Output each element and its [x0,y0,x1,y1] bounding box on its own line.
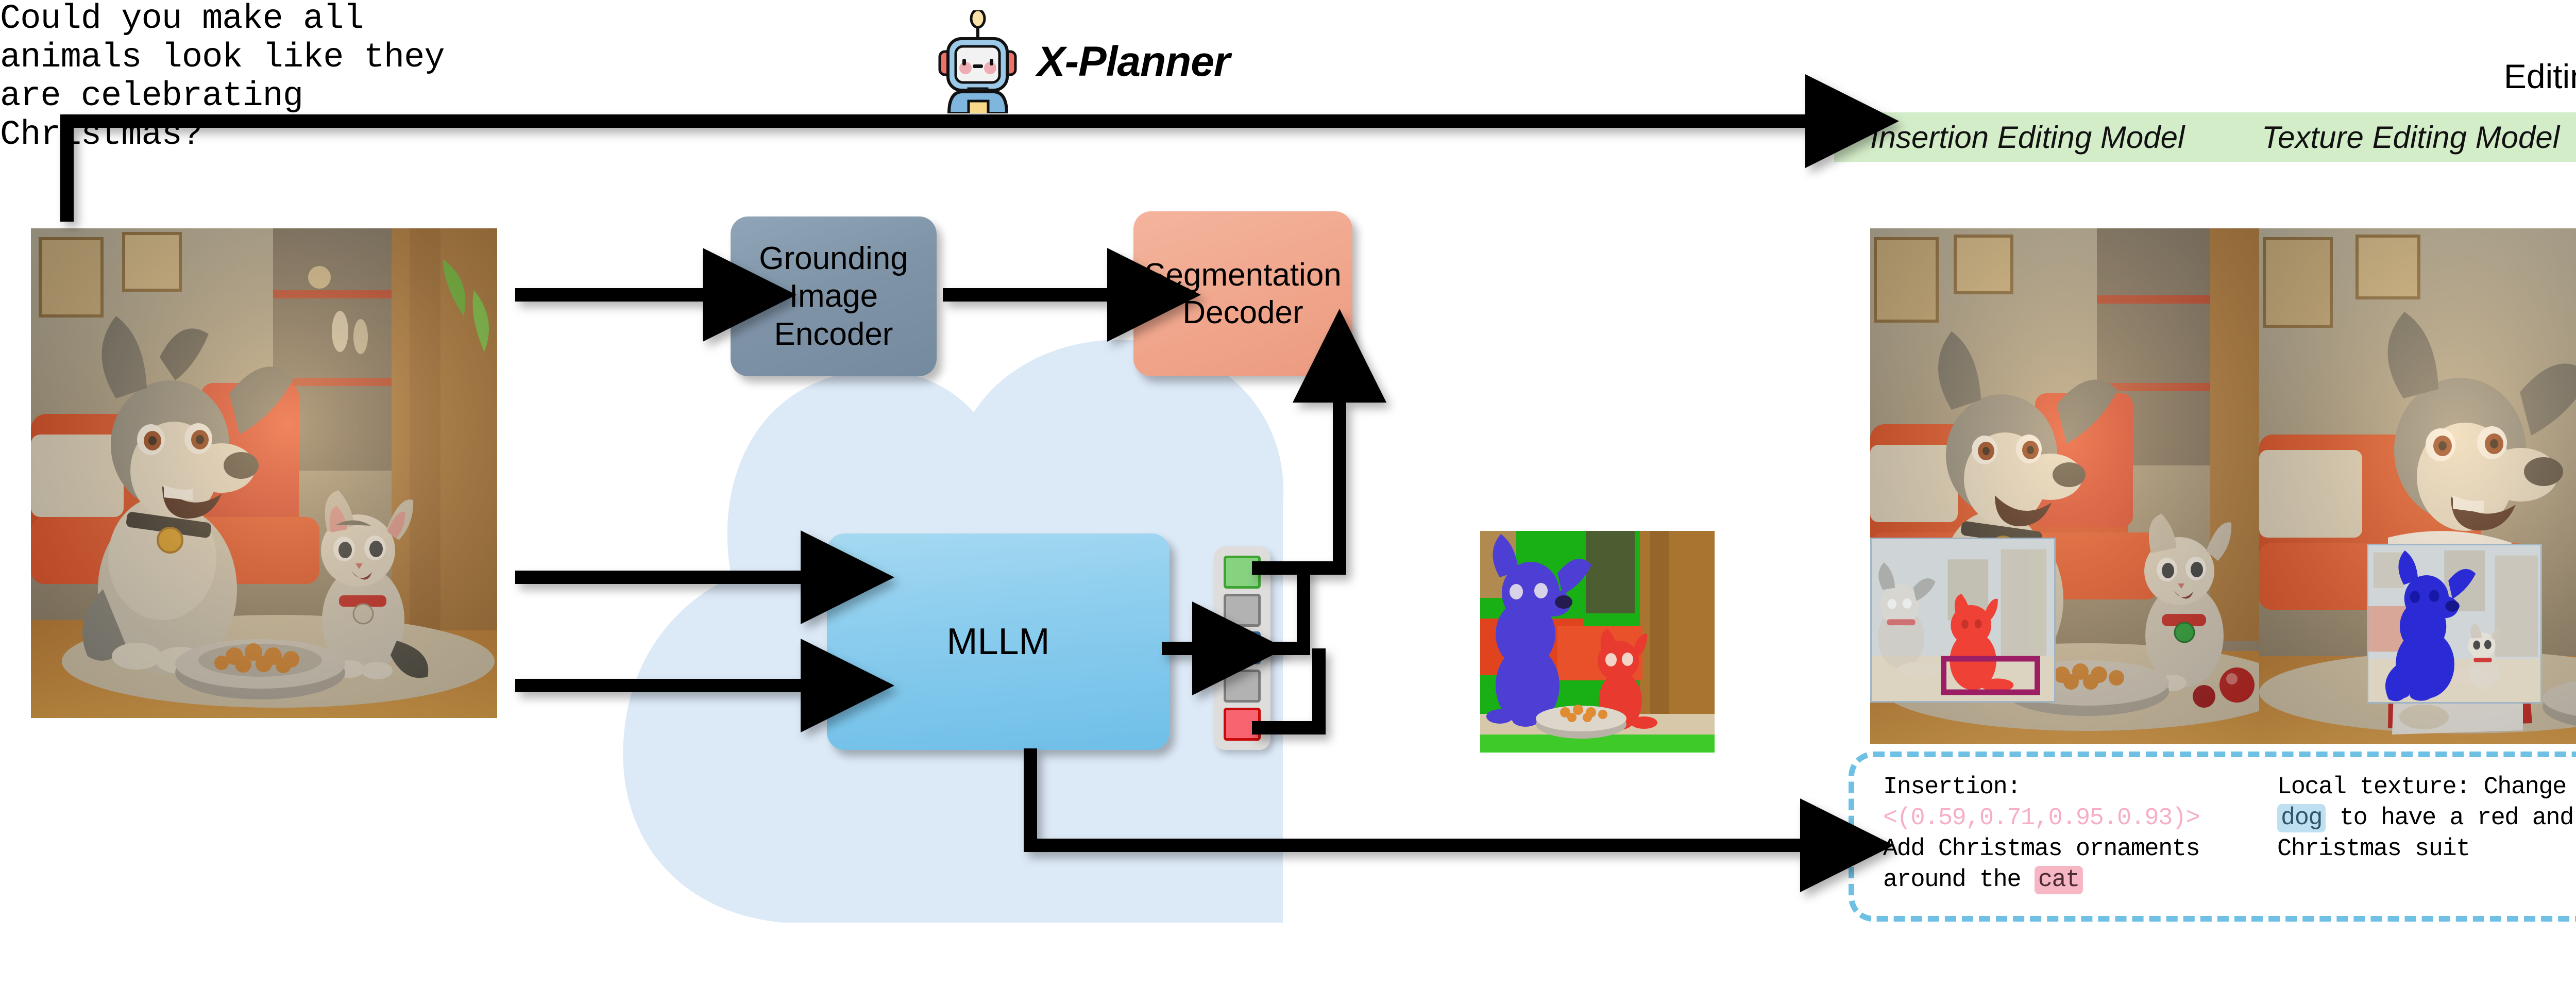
instruction-insertion-body: Add Christmas ornaments around the [1883,836,2200,894]
pool-label-texture[interactable]: Texture Editing Model [2262,120,2560,155]
token-gray-2 [1224,670,1261,703]
instruction-insertion: Insertion: <(0.59,0.71,0.95.0.93)> Add C… [1883,772,2264,896]
encoder-line-3: Encoder [774,316,893,352]
token-gray-1 [1224,593,1261,627]
pool-label-insertion[interactable]: Insertion Editing Model [1870,120,2185,155]
segmentation-decoder-box[interactable]: Segmentation Decoder [1133,211,1352,376]
instruction-texture-body: to have a red and white Christmas suit [2277,805,2576,863]
editing-model-pool-bar [1834,112,2576,162]
inset-insertion-mask [1870,538,2056,703]
editing-model-pool-title: Editing Model Pool [2503,57,2576,95]
source-image [31,228,497,718]
instruction-texture: Local texture: Change the dog to have a … [2277,772,2576,865]
mllm-label: MLLM [946,621,1050,662]
encoder-line-2: Image [789,278,878,314]
decoder-line-1: Segmentation [1144,257,1342,293]
instruction-texture-title: Local texture: Change the [2277,774,2576,801]
decoder-line-2: Decoder [1182,295,1303,330]
robot-icon [938,10,1017,113]
token-red [1224,708,1261,741]
instruction-panel [1849,752,2576,922]
encoder-line-1: Grounding [759,241,908,277]
token-blue [1224,631,1261,665]
app-logo: X-Planner [933,8,1386,116]
token-green [1224,555,1261,589]
highlight-cat: cat [2034,866,2083,895]
grounding-image-encoder-box[interactable]: Grounding Image Encoder [731,216,937,376]
instruction-insertion-title: Insertion: [1883,774,2022,801]
inset-texture-mask [2367,544,2542,704]
mllm-box[interactable]: MLLM [827,533,1170,750]
app-title: X-Planner [1037,38,1230,85]
insertion-coordinates: <(0.59,0.71,0.95.0.93)> [1883,805,2200,832]
segmentation-output-image [1480,531,1715,753]
token-stack [1214,546,1270,750]
user-prompt-text: Could you make all animals look like the… [0,0,445,155]
highlight-dog: dog [2277,804,2326,833]
